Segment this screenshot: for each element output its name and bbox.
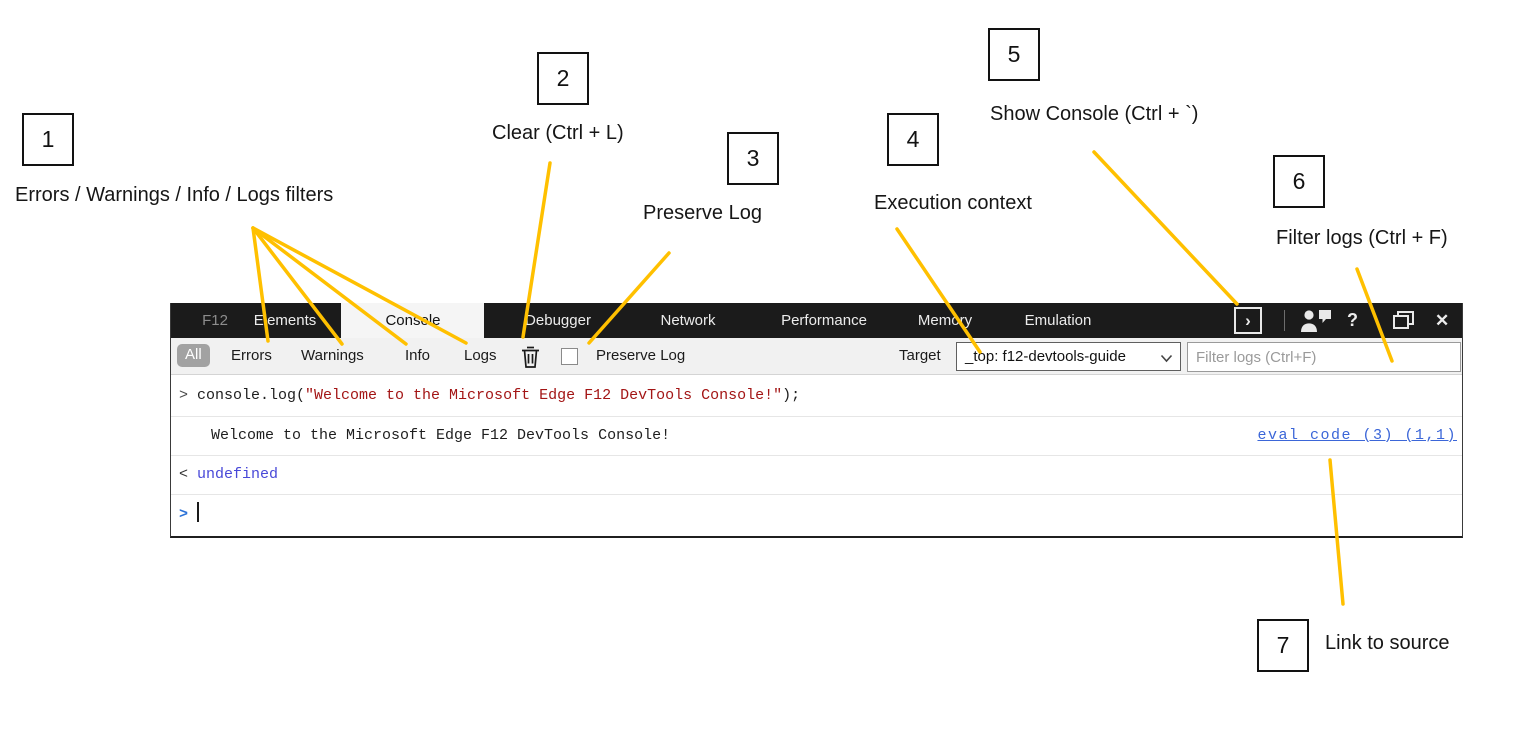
show-console-icon[interactable]: › <box>1234 307 1262 334</box>
chevron-down-icon <box>1160 354 1173 363</box>
result-value: undefined <box>197 466 279 483</box>
callout-label-link-to-source: Link to source <box>1325 632 1450 654</box>
tab-memory[interactable]: Memory <box>917 312 973 329</box>
echo-code: console.log( <box>197 387 306 404</box>
restore-window-icon[interactable] <box>1392 310 1415 336</box>
preserve-log-label[interactable]: Preserve Log <box>596 347 686 364</box>
execution-context-value: _top: f12-devtools-guide <box>965 348 1126 365</box>
callout-box-6: 6 <box>1273 155 1325 208</box>
devtools-window: F12 Elements Console Debugger Network Pe… <box>170 303 1463 538</box>
text-cursor <box>197 502 199 522</box>
callout-box-1: 1 <box>22 113 74 166</box>
echo-string-arg: "Welcome to the Microsoft Edge F12 DevTo… <box>305 387 783 404</box>
callout-box-4: 4 <box>887 113 939 166</box>
filter-info-button[interactable]: Info <box>405 347 431 364</box>
help-icon[interactable]: ? <box>1347 310 1358 330</box>
callout-label-filters: Errors / Warnings / Info / Logs filters <box>15 184 334 206</box>
filter-errors-button[interactable]: Errors <box>231 347 272 364</box>
clear-console-trash-icon[interactable] <box>519 344 542 373</box>
target-label: Target <box>899 347 941 364</box>
execution-context-select[interactable]: _top: f12-devtools-guide <box>956 342 1181 371</box>
preserve-log-checkbox[interactable] <box>561 348 578 365</box>
callout-line-show-console <box>1092 150 1239 306</box>
echo-code-end: ); <box>782 387 801 404</box>
console-prompt-row[interactable]: > <box>171 495 1462 535</box>
console-log-row: Welcome to the Microsoft Edge F12 DevToo… <box>171 417 1462 456</box>
callout-box-2: 2 <box>537 52 589 105</box>
callout-label-preserve-log: Preserve Log <box>643 202 762 224</box>
callout-box-3: 3 <box>727 132 779 185</box>
filter-all-button[interactable]: All <box>177 344 210 367</box>
console-result-row: < undefined <box>171 456 1462 495</box>
tab-f12: F12 <box>202 312 228 329</box>
console-filter-bar: All Errors Warnings Info Logs Preserve L… <box>171 338 1462 375</box>
callout-label-show-console: Show Console (Ctrl + `) <box>990 103 1199 125</box>
close-icon[interactable]: ✕ <box>1435 311 1450 330</box>
filter-logs-input[interactable] <box>1187 342 1461 372</box>
result-chevron-icon: < <box>179 466 189 483</box>
callout-label-filter-logs: Filter logs (Ctrl + F) <box>1276 227 1448 249</box>
devtools-tab-bar: F12 Elements Console Debugger Network Pe… <box>171 303 1462 338</box>
prompt-chevron-icon: > <box>179 506 189 523</box>
input-chevron-icon: > <box>179 387 189 404</box>
tab-performance[interactable]: Performance <box>781 312 867 329</box>
tab-console[interactable]: Console <box>385 312 441 329</box>
tab-elements[interactable]: Elements <box>253 312 317 329</box>
log-message: Welcome to the Microsoft Edge F12 DevToo… <box>211 427 671 444</box>
titlebar-divider <box>1284 310 1285 331</box>
filter-logs-button[interactable]: Logs <box>464 347 497 364</box>
tab-network[interactable]: Network <box>660 312 716 329</box>
console-input-echo-row: > console.log("Welcome to the Microsoft E… <box>171 375 1462 417</box>
callout-label-execution-context: Execution context <box>874 192 1032 214</box>
callout-label-clear: Clear (Ctrl + L) <box>492 122 624 144</box>
tab-emulation[interactable]: Emulation <box>1024 312 1092 329</box>
callout-box-5: 5 <box>988 28 1040 81</box>
tab-debugger[interactable]: Debugger <box>525 312 591 329</box>
feedback-user-icon[interactable] <box>1299 308 1333 338</box>
filter-warnings-button[interactable]: Warnings <box>301 347 364 364</box>
callout-box-7: 7 <box>1257 619 1309 672</box>
source-link[interactable]: eval code (3) (1,1) <box>1257 427 1457 444</box>
